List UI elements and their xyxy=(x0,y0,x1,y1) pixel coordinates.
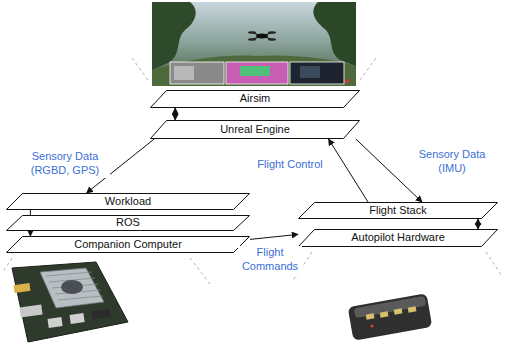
data-flow-arrow xyxy=(175,108,176,120)
data-flow-arrow xyxy=(478,219,479,229)
layer-name: Autopilot Hardware xyxy=(351,231,445,244)
autopilot-unit xyxy=(348,293,433,340)
layer-name: Airsim xyxy=(240,92,271,105)
layer-plane: Companion Computer xyxy=(6,236,250,253)
layer-name: Flight Stack xyxy=(369,204,426,217)
layer-plane: Workload xyxy=(6,193,250,210)
layer-plane: Autopilot Hardware xyxy=(298,229,498,247)
layer-plane: Airsim xyxy=(150,90,360,108)
layer-name: ROS xyxy=(116,216,140,229)
guide-lines xyxy=(3,58,502,284)
data-flow-arrow xyxy=(250,234,298,239)
layer-name: Unreal Engine xyxy=(220,123,290,136)
flow-label: Flight Control xyxy=(252,158,328,172)
layer-plane: ROS xyxy=(6,215,250,231)
layer-plane: Unreal Engine xyxy=(150,120,360,139)
companion-board xyxy=(12,262,128,342)
flow-label: Flight Commands xyxy=(238,246,302,274)
flow-label: Sensory Data (RGBD, GPS) xyxy=(20,150,110,178)
layer-name: Workload xyxy=(105,195,151,208)
layer-name: Companion Computer xyxy=(74,238,182,251)
layer-plane: Flight Stack xyxy=(298,202,498,219)
simulator-screenshot xyxy=(152,2,356,86)
flow-label: Sensory Data (IMU) xyxy=(404,148,500,176)
data-flow-arrow xyxy=(329,139,369,202)
